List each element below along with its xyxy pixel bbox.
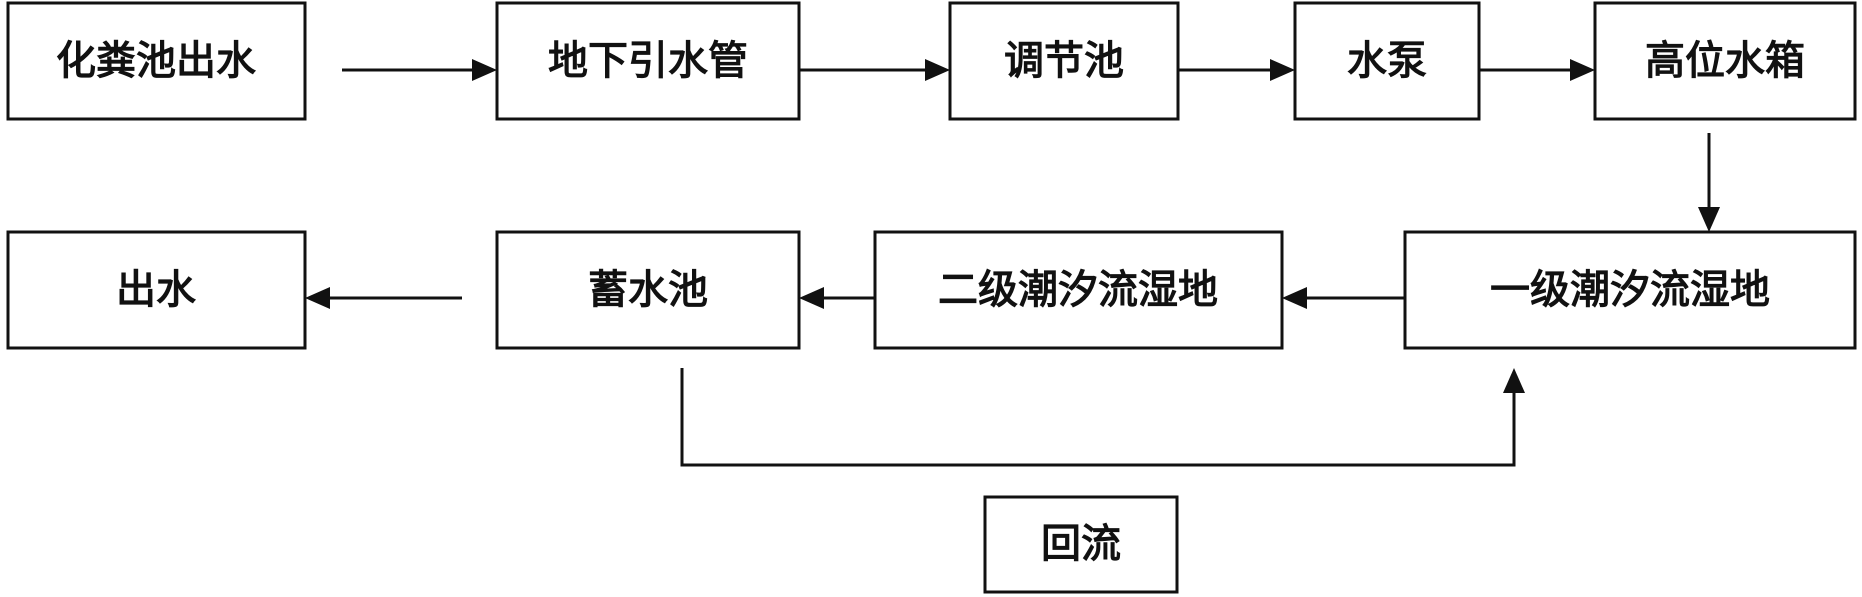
arrow-wetland1-to-wetland2 (1282, 287, 1405, 309)
node-wetland-stage2-label: 二级潮汐流湿地 (938, 267, 1218, 313)
arrow-pond-to-effluent (305, 287, 462, 309)
node-underground-pipe-label: 地下引水管 (548, 38, 748, 84)
arrow-recirculation-loop (680, 368, 1525, 467)
arrow-pipe-to-regulating (799, 59, 950, 81)
node-underground-pipe: 地下引水管 (495, 1, 801, 121)
node-septic-outflow: 化粪池出水 (6, 1, 307, 121)
node-storage-pond: 蓄水池 (495, 230, 801, 350)
node-elevated-tank-label: 高位水箱 (1645, 38, 1805, 84)
arrow-elevated-to-wetland1 (1698, 133, 1720, 232)
node-septic-outflow-label: 化粪池出水 (56, 38, 257, 84)
node-effluent: 出水 (6, 230, 307, 350)
node-regulating-tank-label: 调节池 (1004, 38, 1124, 84)
node-wetland-stage2: 二级潮汐流湿地 (873, 230, 1284, 350)
node-elevated-tank: 高位水箱 (1593, 1, 1857, 121)
node-water-pump: 水泵 (1293, 1, 1481, 121)
node-regulating-tank: 调节池 (948, 1, 1180, 121)
node-effluent-label: 出水 (116, 267, 197, 313)
node-recirculation: 回流 (983, 495, 1179, 594)
node-storage-pond-label: 蓄水池 (588, 267, 708, 313)
node-water-pump-label: 水泵 (1347, 38, 1427, 84)
node-wetland-stage1-label: 一级潮汐流湿地 (1490, 267, 1770, 313)
arrow-pump-to-elevated (1479, 59, 1595, 81)
arrow-regulating-to-pump (1178, 59, 1295, 81)
arrow-septic-to-pipe (342, 59, 497, 81)
node-recirculation-label: 回流 (1041, 521, 1121, 567)
node-wetland-stage1: 一级潮汐流湿地 (1403, 230, 1857, 350)
arrow-wetland2-to-pond (799, 287, 875, 309)
